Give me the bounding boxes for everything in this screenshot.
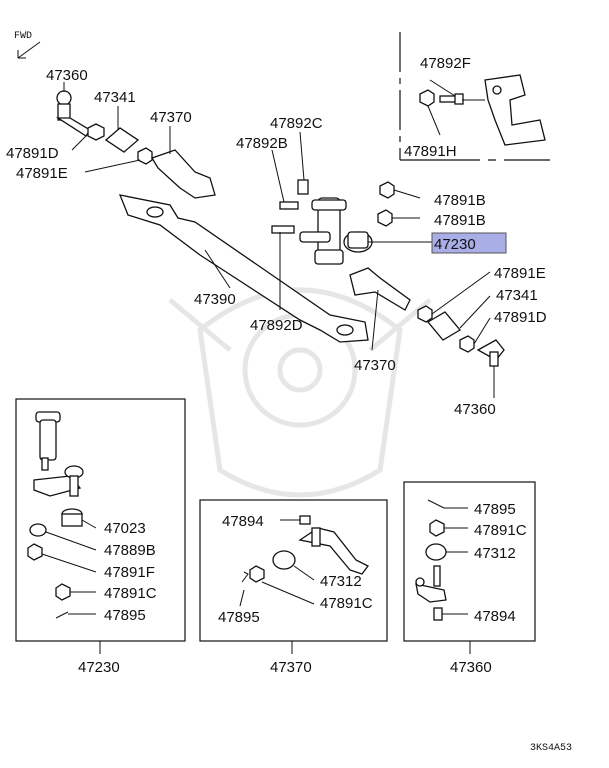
nut-47891B-2-part (377, 209, 393, 227)
nut-left-2-part (137, 147, 153, 165)
idler-arm-detail-part (33, 411, 84, 497)
box2-item-47312: 47312 (320, 573, 362, 590)
dust-boot-47312-box3-part (425, 543, 447, 561)
box1-item-47895: 47895 (104, 607, 146, 624)
box2-item-47895: 47895 (218, 609, 260, 626)
box1-leaders (41, 519, 97, 615)
bolt-47892D-part (271, 225, 295, 234)
cotter-pin-47895-part (55, 611, 69, 619)
callout-47370-mid: 47370 (354, 357, 396, 374)
nut-47891C-part (55, 583, 71, 601)
nut-47891C-box2-part (249, 565, 265, 583)
callout-47891E-top: 47891E (16, 165, 68, 182)
box2-title: 47370 (270, 659, 312, 676)
box1-title: 47230 (78, 659, 120, 676)
nut-47891F-part (27, 543, 43, 561)
center-link-47390-part (118, 194, 369, 343)
detail-box-47230: 47023 47889B 47891F 47891C 47895 47230 (15, 398, 186, 676)
plug-47894-part (299, 515, 311, 525)
adjusting-sleeve-right-part (427, 311, 461, 341)
callout-47892D: 47892D (250, 317, 303, 334)
fwd-arrow-icon: FWD (14, 31, 41, 59)
callout-47341-top: 47341 (94, 89, 136, 106)
idler-arm-47230-part (299, 197, 373, 265)
callout-47892C: 47892C (270, 115, 323, 132)
tie-rod-end-detail-part (415, 565, 447, 603)
box2-item-47891C: 47891C (320, 595, 373, 612)
callout-47891D-top: 47891D (6, 145, 59, 162)
tie-rod-detail-part (298, 527, 369, 575)
callout-47891B-2: 47891B (434, 212, 486, 229)
callout-47230-main: 47230 (434, 236, 476, 253)
bushing-47023-part (61, 508, 83, 527)
nut-47891H-part (419, 89, 435, 107)
cotter-pin-47895-box3-part (427, 499, 445, 509)
callout-47891H: 47891H (404, 143, 457, 160)
idler-bracket-part (484, 74, 546, 146)
box3-item-47894: 47894 (474, 608, 516, 625)
tie-rod-right-part (349, 267, 411, 311)
callout-47360-right: 47360 (454, 401, 496, 418)
box2-item-47894: 47894 (222, 513, 264, 530)
box1-item-47889B: 47889B (104, 542, 156, 559)
callout-47370-top: 47370 (150, 109, 192, 126)
tie-rod-left-part (151, 149, 216, 199)
plug-47894-box3-part (433, 607, 443, 621)
washer-47889B-part (29, 523, 47, 537)
leader-lines (63, 82, 495, 398)
box3-item-47895: 47895 (474, 501, 516, 518)
callout-47891B-1: 47891B (434, 192, 486, 209)
callout-47390: 47390 (194, 291, 236, 308)
dust-boot-47312-part (272, 550, 296, 570)
nut-47891C-box3-part (429, 519, 445, 537)
tie-rod-end-left-part (55, 90, 91, 137)
callout-highlight-47230 (431, 232, 507, 254)
box3-item-47891C: 47891C (474, 522, 527, 539)
box2-leaders (239, 519, 315, 607)
callout-47891D-right: 47891D (494, 309, 547, 326)
box3-title: 47360 (450, 659, 492, 676)
callout-47891E-right: 47891E (494, 265, 546, 282)
box3-leaders (442, 507, 468, 615)
detail-box-47370: 47894 47312 47895 47891C 47370 (199, 499, 388, 676)
callout-47892B: 47892B (236, 135, 288, 152)
callout-47341-right: 47341 (496, 287, 538, 304)
box1-item-47023: 47023 (104, 520, 146, 537)
callout-47892F: 47892F (420, 55, 471, 72)
detail-frame (399, 32, 550, 161)
nut-right-2-part (459, 335, 475, 353)
nut-47891B-1-part (379, 181, 395, 199)
cotter-pin-47895-box2-part (241, 571, 249, 583)
fwd-label: FWD (14, 31, 32, 42)
nut-left-part (87, 123, 105, 141)
box1-item-47891F: 47891F (104, 564, 155, 581)
nut-right-part (417, 305, 433, 323)
box1-item-47891C: 47891C (104, 585, 157, 602)
image-code: 3KS4A53 (530, 743, 572, 754)
callout-47360-top: 47360 (46, 67, 88, 84)
bolt-47892C-part (297, 179, 309, 195)
box3-item-47312: 47312 (474, 545, 516, 562)
detail-box-47360: 47895 47891C 47312 47894 47360 (403, 481, 536, 676)
bolt-47892F-part (439, 93, 464, 105)
bolt-47892B-part (279, 201, 299, 210)
tie-rod-end-right-part (476, 339, 505, 367)
adjusting-sleeve-left-part (104, 127, 140, 153)
